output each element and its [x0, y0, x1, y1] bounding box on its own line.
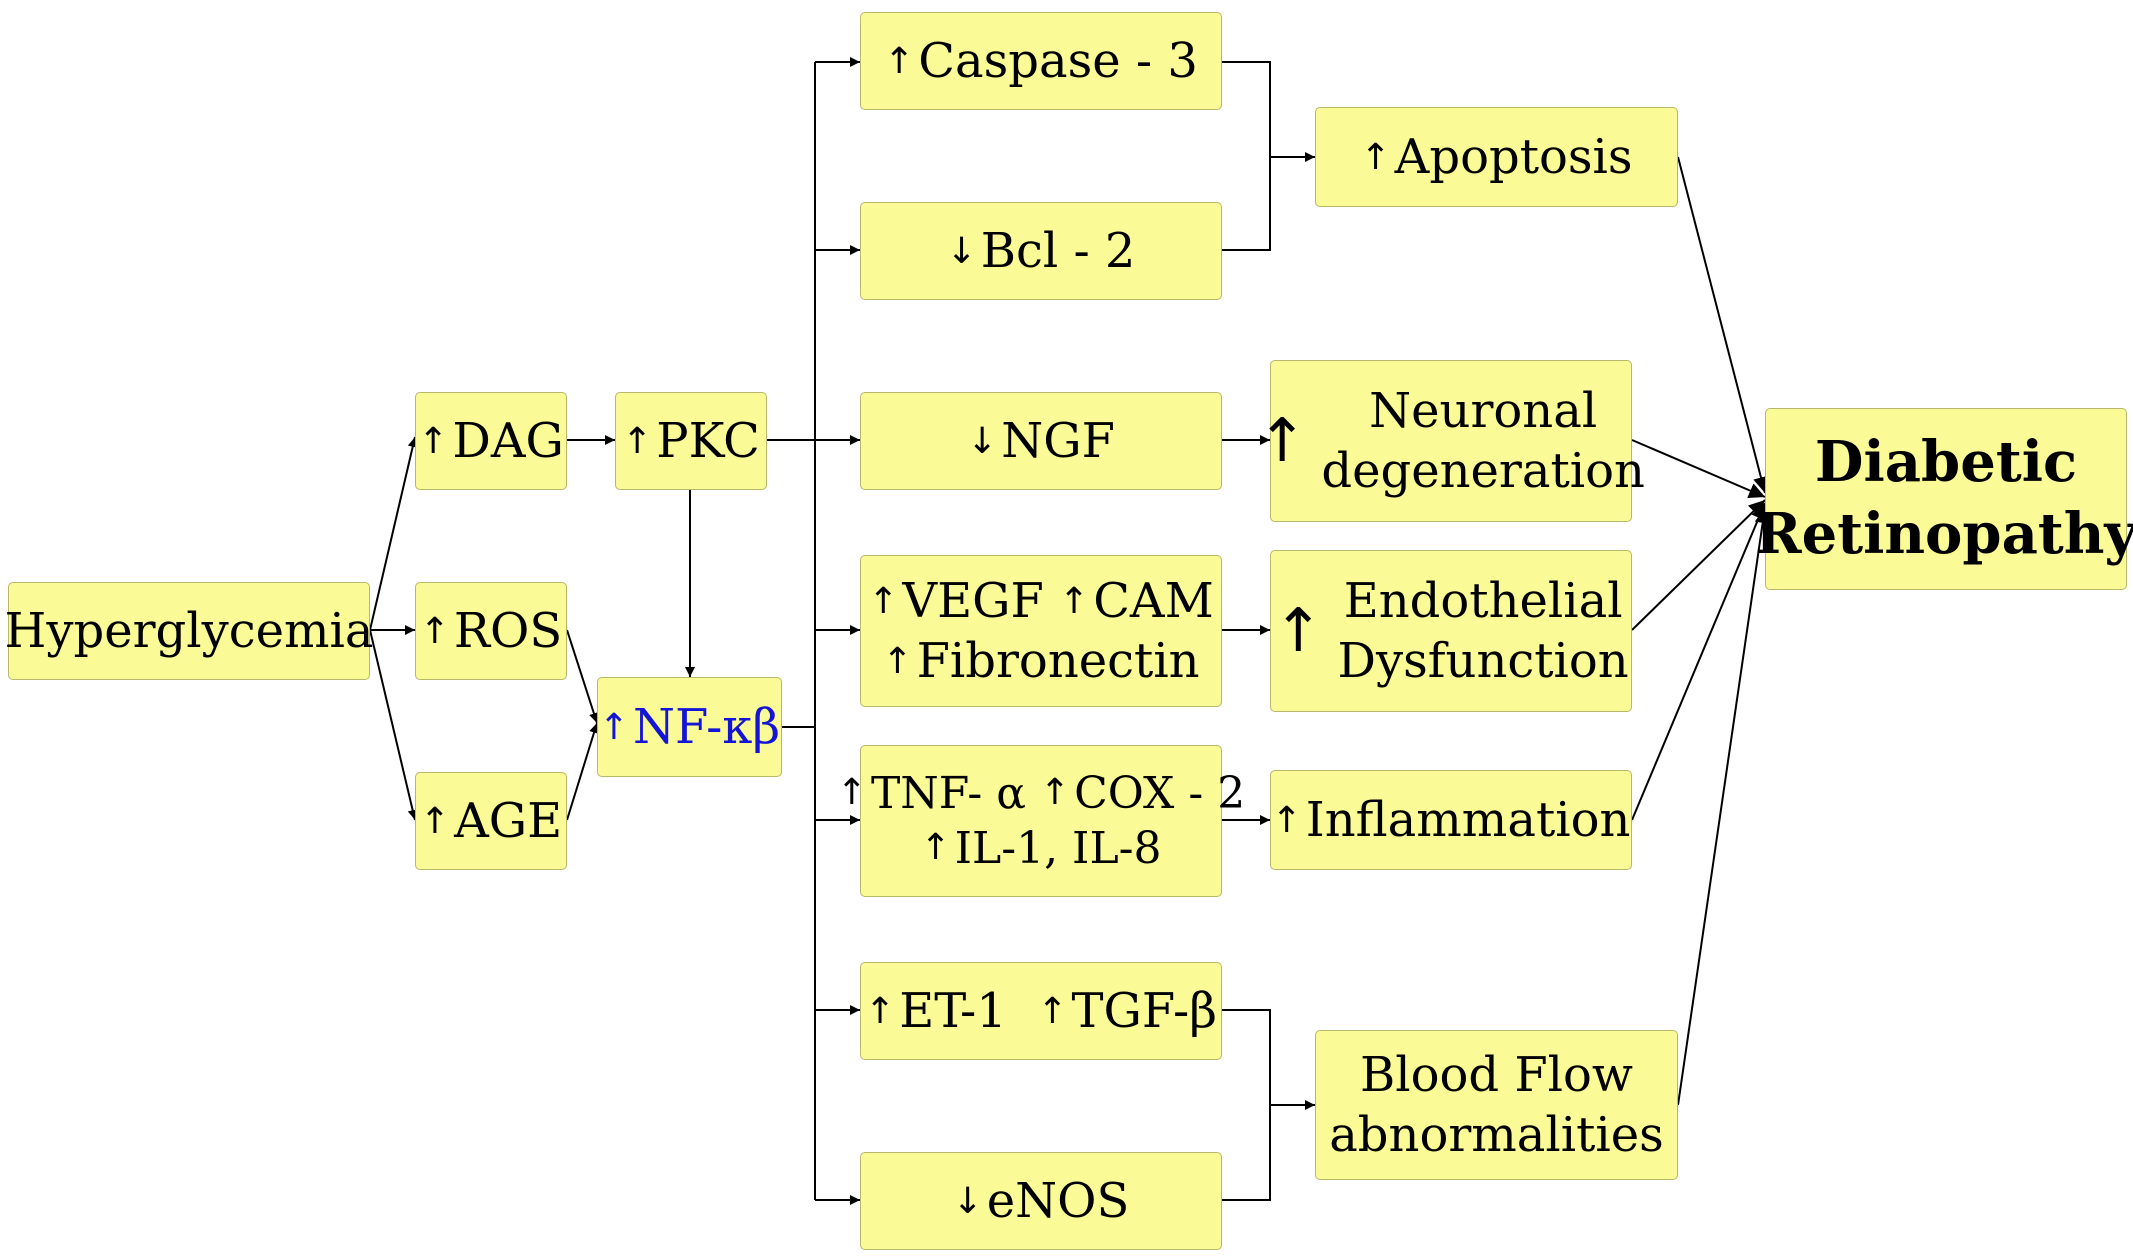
- edge-ros-nfkb: [566, 629, 599, 724]
- node-dr-line2: Retinopathy: [1755, 501, 2133, 567]
- node-inflammation: ↑Inflammation: [1270, 770, 1632, 870]
- node-nfkb: ↑NF-κβ: [597, 677, 782, 777]
- up-arrow-icon: ↑: [868, 581, 899, 622]
- edge-neuronal-dr: [1631, 439, 1766, 499]
- node-diabetic-retinopathy: Diabetic Retinopathy: [1755, 408, 2133, 590]
- node-endothelial-dysfunction: ↑ Endothelial Dysfunction: [1270, 550, 1632, 712]
- node-vegf-cam-fibronectin: ↑VEGF ↑CAM ↑Fibronectin: [860, 555, 1222, 707]
- node-bcl-2: ↓Bcl - 2: [860, 202, 1222, 300]
- up-arrow-icon: ↑: [419, 801, 451, 842]
- node-enos: ↓eNOS: [860, 1152, 1222, 1250]
- node-dag-label: DAG: [452, 413, 564, 469]
- node-il-label: IL-1, IL-8: [954, 823, 1162, 874]
- node-et1-tgf: ↑ET-1 ↑TGF-β: [860, 962, 1222, 1060]
- node-blood-flow-abnormalities: Blood Flow abnormalities: [1315, 1030, 1678, 1180]
- up-arrow-icon: ↑: [1271, 800, 1302, 841]
- node-apoptosis-label: Apoptosis: [1394, 129, 1633, 185]
- node-cox-label: COX - 2: [1074, 768, 1246, 819]
- node-fibronectin-label: Fibronectin: [916, 633, 1200, 689]
- up-arrow-icon: ↑: [622, 421, 653, 462]
- edge-hyper-dag: [369, 436, 418, 631]
- node-tnf-cox-il: ↑TNF- α ↑COX - 2 ↑IL-1, IL-8: [837, 745, 1245, 897]
- node-et1-label: ET-1: [899, 983, 1007, 1039]
- node-ros-label: ROS: [453, 603, 563, 659]
- down-arrow-icon: ↓: [967, 421, 998, 462]
- node-bcl2-label: Bcl - 2: [980, 223, 1136, 279]
- node-tgf-label: TGF-β: [1071, 983, 1217, 1039]
- up-arrow-icon: ↑: [920, 827, 951, 868]
- up-arrow-icon: ↑: [1039, 772, 1071, 813]
- up-arrow-icon: ↑: [1037, 991, 1068, 1032]
- node-inflammation-label: Inflammation: [1305, 792, 1631, 848]
- node-ngf: ↓NGF: [860, 392, 1222, 490]
- edge-inflammation-dr: [1631, 502, 1767, 821]
- down-arrow-icon: ↓: [952, 1181, 983, 1222]
- node-caspase-3: ↑Caspase - 3: [860, 12, 1222, 110]
- up-arrow-icon: ↑: [598, 707, 630, 748]
- node-apoptosis: ↑Apoptosis: [1315, 107, 1678, 207]
- node-pkc-label: PKC: [656, 413, 760, 469]
- edge-bloodflow-dr: [1677, 506, 1771, 1106]
- up-arrow-icon: ↑: [884, 41, 915, 82]
- node-neuronal-degeneration: ↑ Neuronal degeneration: [1257, 360, 1645, 522]
- up-arrow-icon: ↑: [418, 421, 449, 462]
- node-vegf-label: VEGF: [902, 573, 1044, 629]
- up-arrow-icon: ↑: [836, 772, 867, 813]
- up-arrow-icon: ↑: [1273, 595, 1324, 666]
- node-cam-label: CAM: [1093, 573, 1214, 629]
- edge-et1-merge: [1222, 1009, 1271, 1201]
- up-arrow-icon: ↑: [865, 991, 896, 1032]
- node-age: ↑AGE: [415, 772, 567, 870]
- node-endothelial-line1: Endothelial: [1343, 573, 1623, 629]
- edge-apoptosis-dr: [1677, 156, 1769, 494]
- node-hyperglycemia-label: Hyperglycemia: [4, 603, 374, 659]
- up-arrow-icon: ↑: [1257, 405, 1308, 476]
- node-pkc: ↑PKC: [615, 392, 767, 490]
- node-bloodflow-line1: Blood Flow: [1359, 1047, 1634, 1103]
- node-age-label: AGE: [454, 793, 563, 849]
- node-ros: ↑ROS: [415, 582, 567, 680]
- down-arrow-icon: ↓: [946, 231, 977, 272]
- node-enos-label: eNOS: [986, 1173, 1130, 1229]
- edge-hyper-age: [369, 629, 418, 821]
- node-dag: ↑DAG: [415, 392, 567, 490]
- node-ngf-label: NGF: [1001, 413, 1115, 469]
- node-caspase-label: Caspase - 3: [918, 33, 1198, 89]
- edge-endothelial-dr: [1631, 499, 1766, 631]
- node-bloodflow-line2: abnormalities: [1329, 1107, 1664, 1163]
- up-arrow-icon: ↑: [1059, 581, 1090, 622]
- up-arrow-icon: ↑: [419, 611, 450, 652]
- node-tnf-label: TNF- α: [870, 768, 1026, 819]
- node-endothelial-line2: Dysfunction: [1337, 633, 1629, 689]
- edge-age-nfkb: [566, 722, 599, 821]
- edge-caspase-merge: [1222, 61, 1271, 251]
- node-hyperglycemia: Hyperglycemia: [4, 582, 374, 680]
- node-neuronal-line2: degeneration: [1321, 443, 1645, 499]
- node-nfkb-label: NF-κβ: [633, 699, 781, 755]
- node-dr-line1: Diabetic: [1814, 429, 2078, 496]
- node-neuronal-line1: Neuronal: [1369, 383, 1598, 439]
- up-arrow-icon: ↑: [1360, 137, 1391, 178]
- up-arrow-icon: ↑: [882, 641, 913, 682]
